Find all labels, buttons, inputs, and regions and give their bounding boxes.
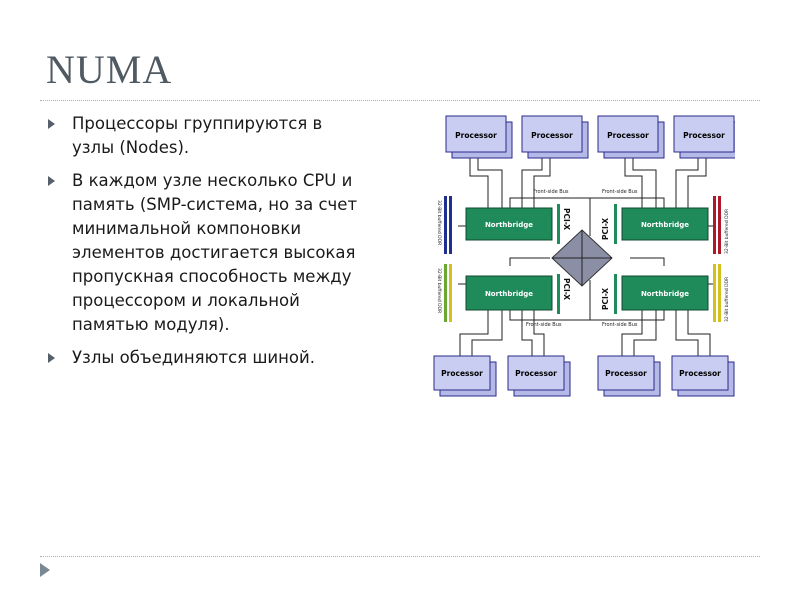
fsb-label: Front-side Bus	[526, 322, 562, 328]
bullet-arrow-icon	[48, 119, 55, 129]
pcix-label: PCI-X	[562, 208, 571, 230]
bullet-list: Процессоры группируются в узлы (Nodes). …	[46, 112, 366, 379]
memory-bank: 32-Bit buffered DDR	[713, 196, 730, 254]
northbridge: Northbridge	[465, 275, 553, 311]
processor-label: Processor	[515, 369, 557, 378]
memory-bank: 32-Bit buffered DDR	[436, 196, 452, 254]
processor-label: Processor	[441, 369, 483, 378]
memory-label: 32-Bit buffered DDR	[724, 277, 730, 322]
northbridge-label: Northbridge	[485, 290, 533, 298]
northbridge-label: Northbridge	[485, 221, 533, 229]
bullet-arrow-icon	[48, 353, 55, 363]
footer-divider	[40, 556, 760, 557]
processor-label: Processor	[531, 131, 573, 140]
memory-label: 32-Bit buffered DDR	[724, 209, 730, 254]
northbridge-label: Northbridge	[641, 221, 689, 229]
pcix-bar	[557, 274, 560, 314]
pcix-label: PCI-X	[601, 288, 610, 310]
bullet-text: В каждом узле несколько CPU и память (SM…	[72, 171, 358, 334]
northbridge: Northbridge	[621, 275, 709, 311]
northbridge: Northbridge	[465, 207, 553, 241]
northbridge: Northbridge	[621, 207, 709, 241]
pcix-bar	[614, 274, 617, 314]
processor-label: Processor	[683, 131, 725, 140]
bullet-text: Узлы объединяются шиной.	[72, 348, 315, 367]
pcix-label: PCI-X	[601, 218, 610, 240]
bullet-text: Процессоры группируются в узлы (Nodes).	[72, 114, 323, 157]
fsb-label: Front-side Bus	[602, 322, 638, 328]
bus-wires	[458, 156, 716, 356]
pcix-bar	[614, 204, 617, 244]
numa-diagram: Processor Processor Processor Processor …	[433, 115, 735, 397]
processor-label: Processor	[607, 131, 649, 140]
processor-label: Processor	[679, 369, 721, 378]
title-divider	[40, 100, 760, 101]
processor-label: Processor	[605, 369, 647, 378]
fsb-label: Front-side Bus	[602, 189, 638, 195]
pcix-label: PCI-X	[562, 278, 571, 300]
bullet-item: В каждом узле несколько CPU и память (SM…	[46, 169, 366, 337]
processor: Processor	[521, 115, 589, 159]
processor: Processor	[507, 355, 571, 397]
processor: Processor	[597, 115, 665, 159]
interconnect-hub	[551, 229, 613, 287]
memory-bank: 32-Bit buffered DDR	[436, 264, 452, 322]
memory-bank: 32-Bit buffered DDR	[713, 264, 730, 322]
processor: Processor	[671, 355, 735, 397]
processor: Processor	[433, 355, 497, 397]
fsb-label: Front-side Bus	[533, 189, 569, 195]
processor: Processor	[597, 355, 661, 397]
bullet-item: Процессоры группируются в узлы (Nodes).	[46, 112, 366, 160]
bullet-arrow-icon	[48, 176, 55, 186]
processor-label: Processor	[455, 131, 497, 140]
slide-nav-arrow-icon	[40, 563, 50, 577]
processor: Processor	[445, 115, 513, 159]
memory-label: 32-Bit buffered DDR	[436, 268, 442, 313]
memory-label: 32-Bit buffered DDR	[436, 200, 442, 245]
processor: Processor	[673, 115, 735, 159]
pcix-bar	[557, 204, 560, 244]
bullet-item: Узлы объединяются шиной.	[46, 346, 366, 370]
slide-title: NUMA	[46, 47, 173, 92]
northbridge-label: Northbridge	[641, 290, 689, 298]
